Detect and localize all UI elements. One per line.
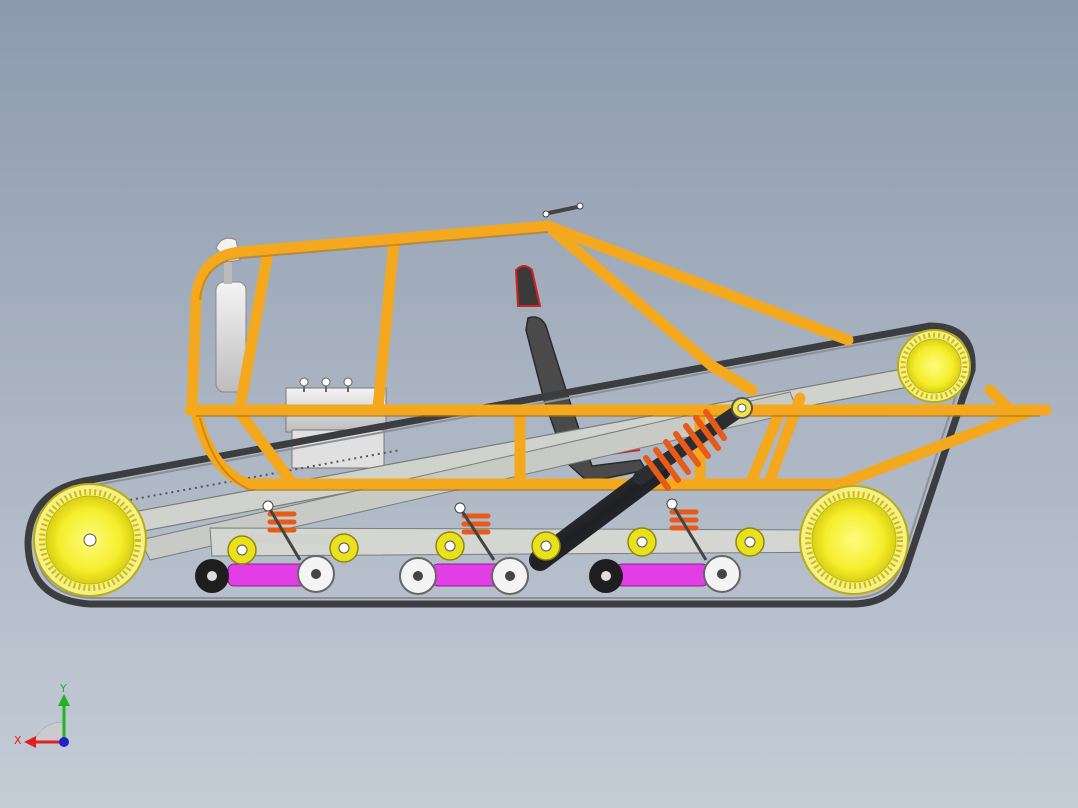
axis-x-label: X bbox=[14, 734, 22, 747]
bogie-3 bbox=[589, 498, 765, 593]
axis-triad-icon bbox=[24, 694, 70, 748]
bogie-2 bbox=[399, 502, 561, 595]
top-bracket bbox=[542, 202, 584, 218]
bogie-1 bbox=[195, 500, 359, 593]
engine-block bbox=[285, 377, 387, 469]
roll-cage-shading bbox=[196, 231, 1040, 491]
front-upper-wheel bbox=[897, 329, 971, 403]
rear-drive-wheel bbox=[33, 483, 147, 597]
front-lower-wheel bbox=[799, 485, 909, 595]
axis-triad: Y X bbox=[8, 680, 88, 760]
axis-y-label: Y bbox=[60, 682, 67, 695]
